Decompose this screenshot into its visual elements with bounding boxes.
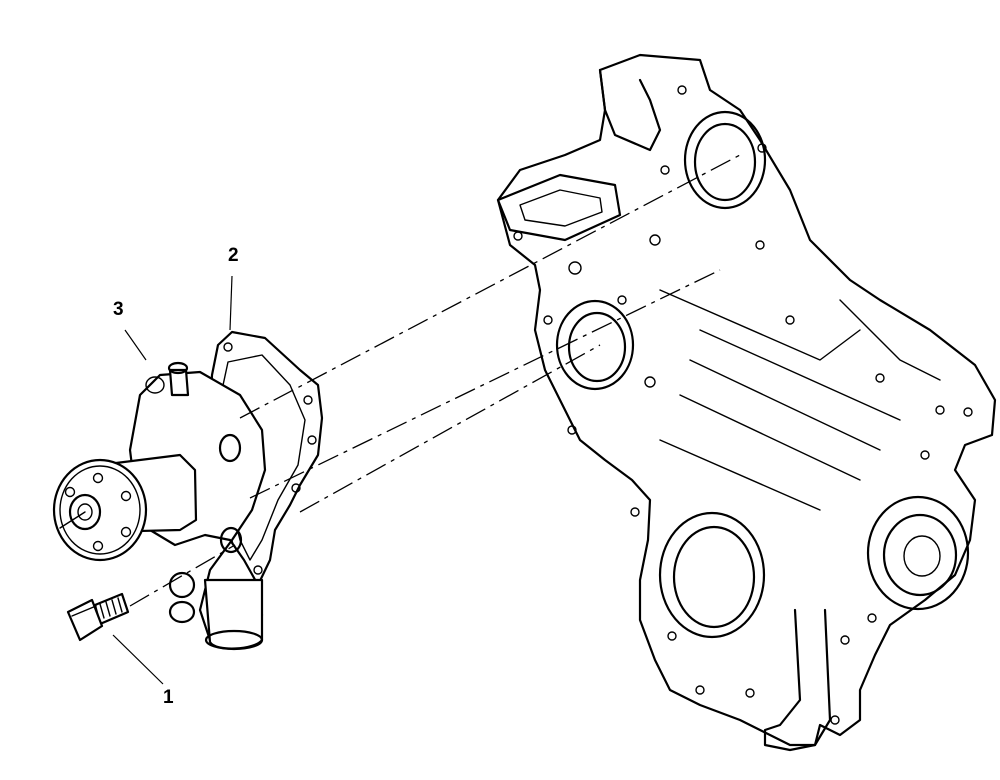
callout-2-gasket: 2 [228, 245, 239, 266]
callout-3-water-pump: 3 [113, 299, 124, 320]
front-cover-housing [496, 53, 997, 752]
leader-line-pump [124, 329, 147, 361]
pump-mounting-bolt [66, 592, 130, 642]
callout-1-bolt: 1 [163, 687, 174, 708]
leader-line-bolt [112, 634, 164, 685]
water-pump [52, 361, 267, 651]
leader-line-gasket [229, 275, 233, 331]
alignment-lines [129, 154, 741, 607]
